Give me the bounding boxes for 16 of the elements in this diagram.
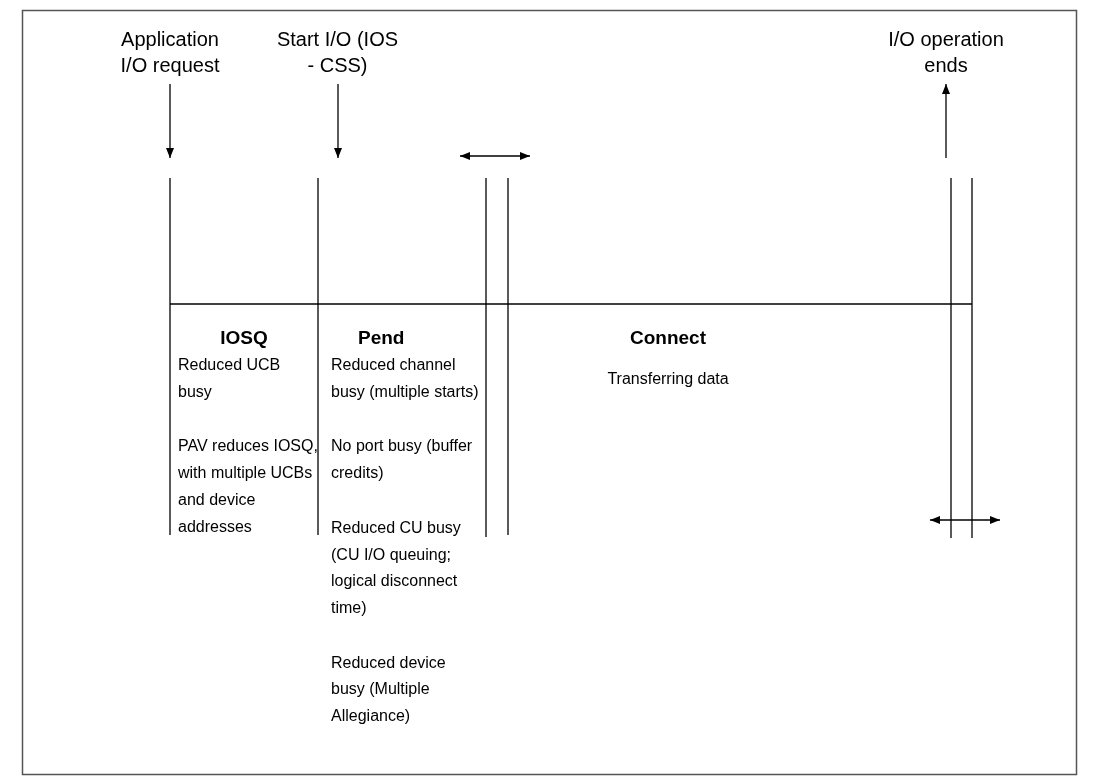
arrow	[166, 83, 174, 159]
phase-note: Reduced UCB busy	[178, 355, 282, 402]
phase-heading: Pend	[357, 326, 405, 350]
phase-note: Reduced channel busy (multiple starts)	[331, 355, 479, 402]
event-label: I/O operation ends	[878, 26, 1014, 78]
phase-note: Reduced device busy (Multiple Allegiance)	[331, 652, 447, 727]
event-label: Application I/O request	[110, 26, 230, 78]
phase-note: Transferring data	[607, 369, 729, 389]
arrow	[334, 83, 342, 159]
phase-note: Reduced CU busy (CU I/O queuing; logical disconnect time)	[331, 517, 462, 618]
phase-note: PAV reduces IOSQ, with multiple UCBs and device addresses	[178, 436, 318, 537]
arrow	[942, 83, 950, 159]
phase-note: No port busy (buffer credits)	[331, 436, 474, 484]
phase-heading: IOSQ	[220, 326, 268, 350]
phase-heading: Connect	[630, 326, 706, 350]
event-label: Start I/O (IOS - CSS)	[275, 26, 400, 78]
